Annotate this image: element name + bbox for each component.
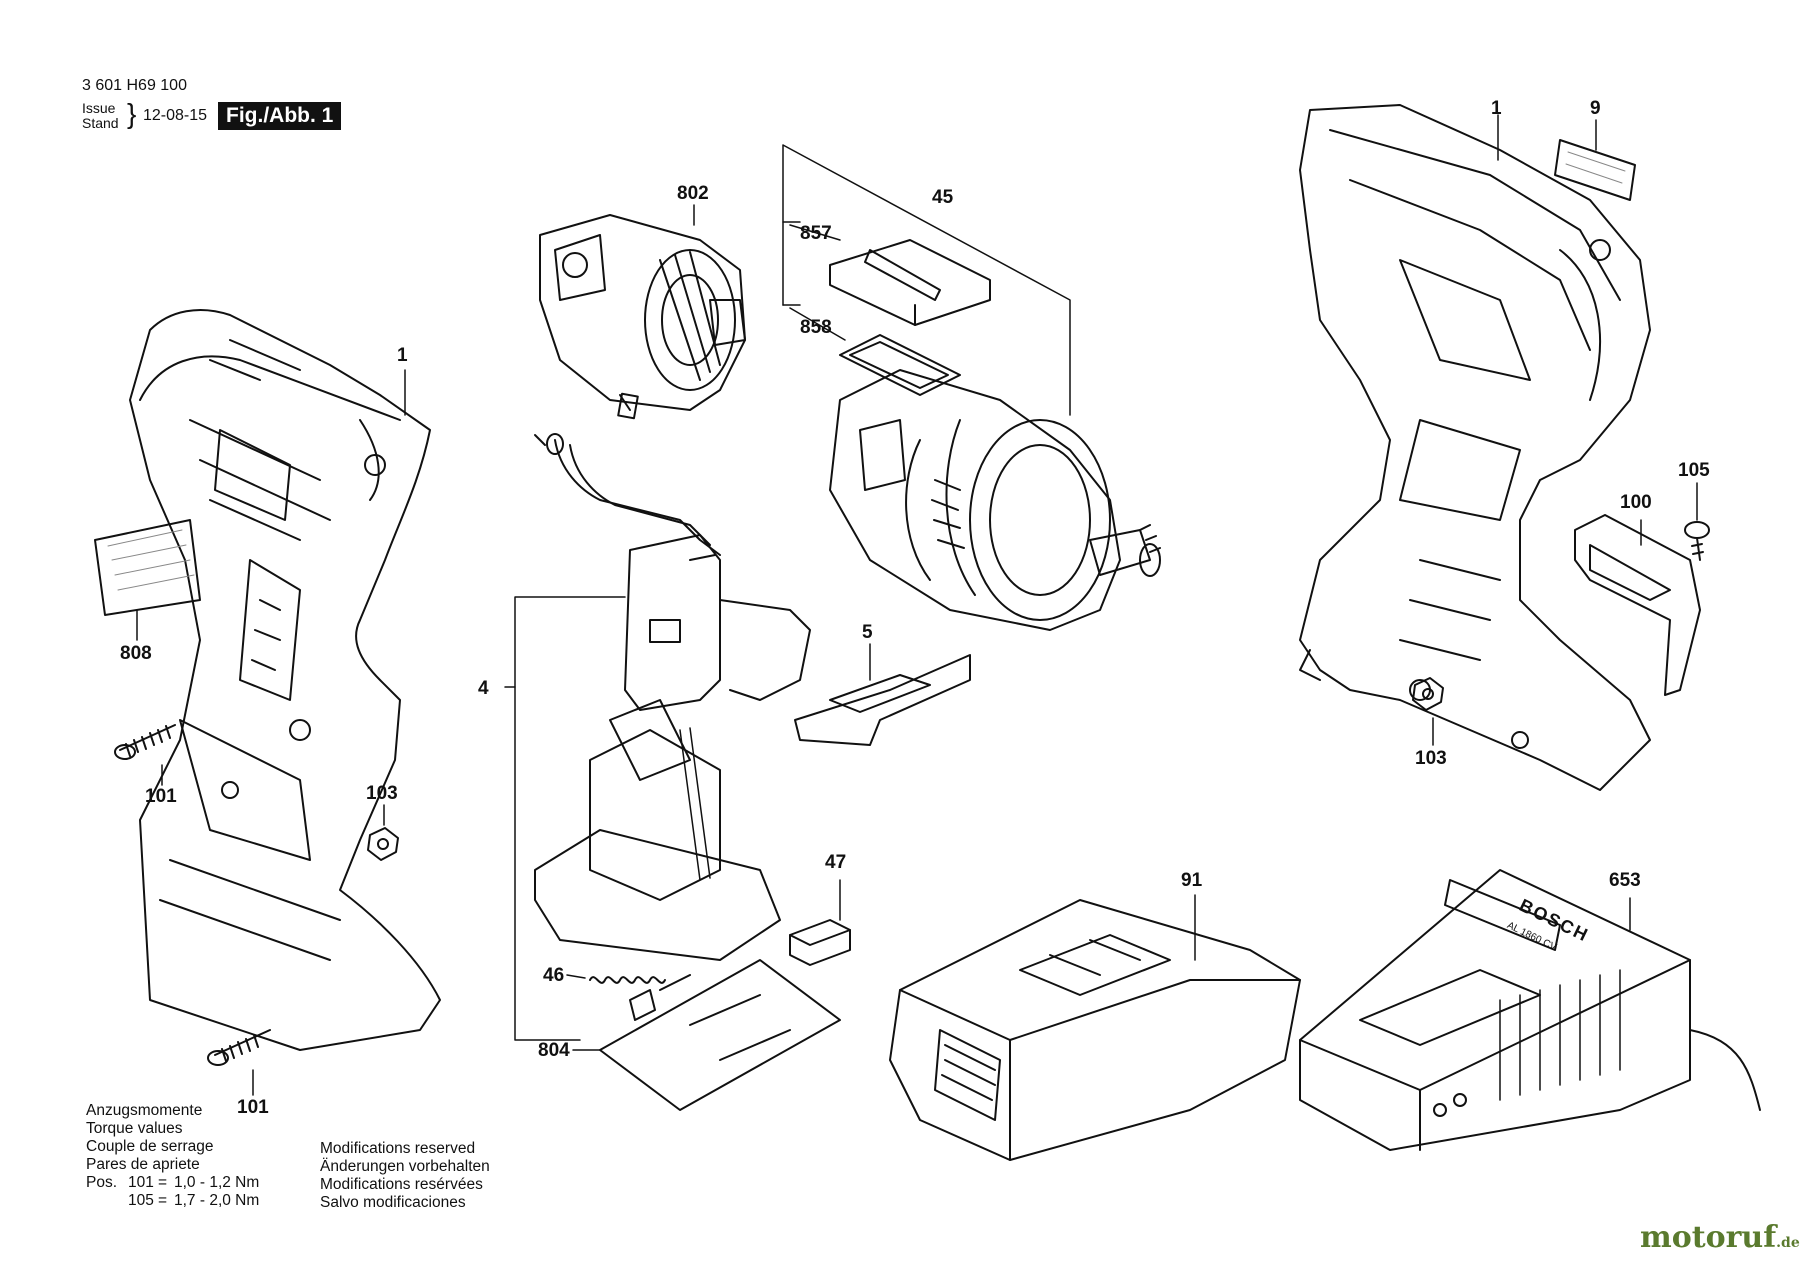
- pos-equals: =: [158, 1192, 168, 1209]
- issue-label: Issue: [82, 100, 116, 116]
- modification-line: Modifications resérvées: [320, 1176, 483, 1193]
- part-label-101-top: 101: [145, 786, 177, 807]
- torque-line: Couple de serrage: [86, 1138, 214, 1155]
- part-label-4: 4: [478, 678, 489, 699]
- part-label-808: 808: [120, 643, 152, 664]
- group-bracket-4: [504, 596, 626, 1041]
- issue-date: 12-08-15: [143, 107, 208, 124]
- torque-value: 1,0 - 1,2 Nm: [174, 1174, 260, 1191]
- part-label-1-left: 1: [397, 345, 408, 366]
- part-label-91: 91: [1181, 870, 1203, 891]
- watermark-logo: motoruf.de: [1640, 1220, 1800, 1255]
- housing-shell-right: [1299, 104, 1651, 791]
- modification-line: Salvo modificaciones: [320, 1194, 466, 1211]
- watermark-name: motoruf: [1640, 1220, 1777, 1255]
- torque-notes: Anzugsmomente Torque values Couple de se…: [86, 1102, 259, 1210]
- part-label-857: 857: [800, 223, 832, 244]
- nut-103-right: [1412, 677, 1444, 711]
- group-bracket-45: [782, 144, 1071, 416]
- torque-value: 1,7 - 2,0 Nm: [174, 1192, 260, 1209]
- brace-symbol: }: [127, 98, 137, 129]
- part-label-100: 100: [1620, 492, 1652, 513]
- figure-label: Fig./Abb. 1: [218, 102, 342, 130]
- switch-4: [624, 534, 811, 711]
- cover-857: [829, 239, 991, 326]
- motor-802: [539, 214, 746, 411]
- pad-47: [789, 919, 851, 966]
- spring-46: [589, 976, 666, 984]
- screw-101-top: [114, 724, 176, 760]
- charger-653: [1299, 869, 1761, 1151]
- leader-lines: [136, 114, 1698, 1096]
- part-label-5: 5: [862, 622, 873, 643]
- part-label-101-bottom: 101: [237, 1097, 269, 1118]
- torque-row: 105= 1,7 - 2,0 Nm: [86, 1192, 259, 1210]
- part-label-47: 47: [825, 852, 847, 873]
- battery-91: [889, 899, 1301, 1161]
- belt-clip-100: [1574, 514, 1701, 696]
- screw-105: [1684, 521, 1710, 561]
- part-label-653: 653: [1609, 870, 1641, 891]
- housing-shell-left: [129, 309, 441, 1051]
- slide-5: [794, 654, 971, 746]
- part-label-9: 9: [1590, 98, 1601, 119]
- part-label-45: 45: [932, 187, 954, 208]
- modifications-notice: Modifications reserved Änderungen vorbeh…: [320, 1140, 490, 1212]
- part-label-858: 858: [800, 317, 832, 338]
- gasket-858: [839, 334, 961, 396]
- part-label-804: 804: [538, 1040, 570, 1061]
- battery-contact-base: [534, 699, 781, 961]
- pos-number: 105: [128, 1192, 154, 1209]
- part-label-103-left: 103: [366, 783, 398, 804]
- nut-103-left: [367, 827, 399, 861]
- pos-equals: =: [158, 1174, 168, 1191]
- screw-101-bottom: [207, 1029, 271, 1066]
- label-sticker-808: [94, 519, 201, 616]
- torque-line: Pares de apriete: [86, 1156, 200, 1173]
- modification-line: Modifications reserved: [320, 1140, 476, 1157]
- modification-line: Änderungen vorbehalten: [320, 1158, 490, 1175]
- pos-number: 101: [128, 1174, 154, 1191]
- gearbox-45: [829, 369, 1161, 631]
- torque-line: Torque values: [86, 1120, 183, 1137]
- label-sticker-9: [1554, 139, 1636, 201]
- torque-line: Anzugsmomente: [86, 1102, 203, 1119]
- part-label-105: 105: [1678, 460, 1710, 481]
- stand-label: Stand: [82, 115, 119, 131]
- part-label-103-right: 103: [1415, 748, 1447, 769]
- document-number: 3 601 H69 100: [82, 77, 187, 94]
- part-label-46: 46: [543, 965, 565, 986]
- part-label-802: 802: [677, 183, 709, 204]
- motor-wires: [534, 392, 721, 556]
- torque-row: Pos. 101= 1,0 - 1,2 Nm: [86, 1174, 259, 1192]
- watermark-tld: .de: [1776, 1235, 1800, 1251]
- plate-804: [599, 959, 841, 1111]
- part-label-1-right: 1: [1491, 98, 1502, 119]
- pos-label: Pos.: [86, 1174, 118, 1191]
